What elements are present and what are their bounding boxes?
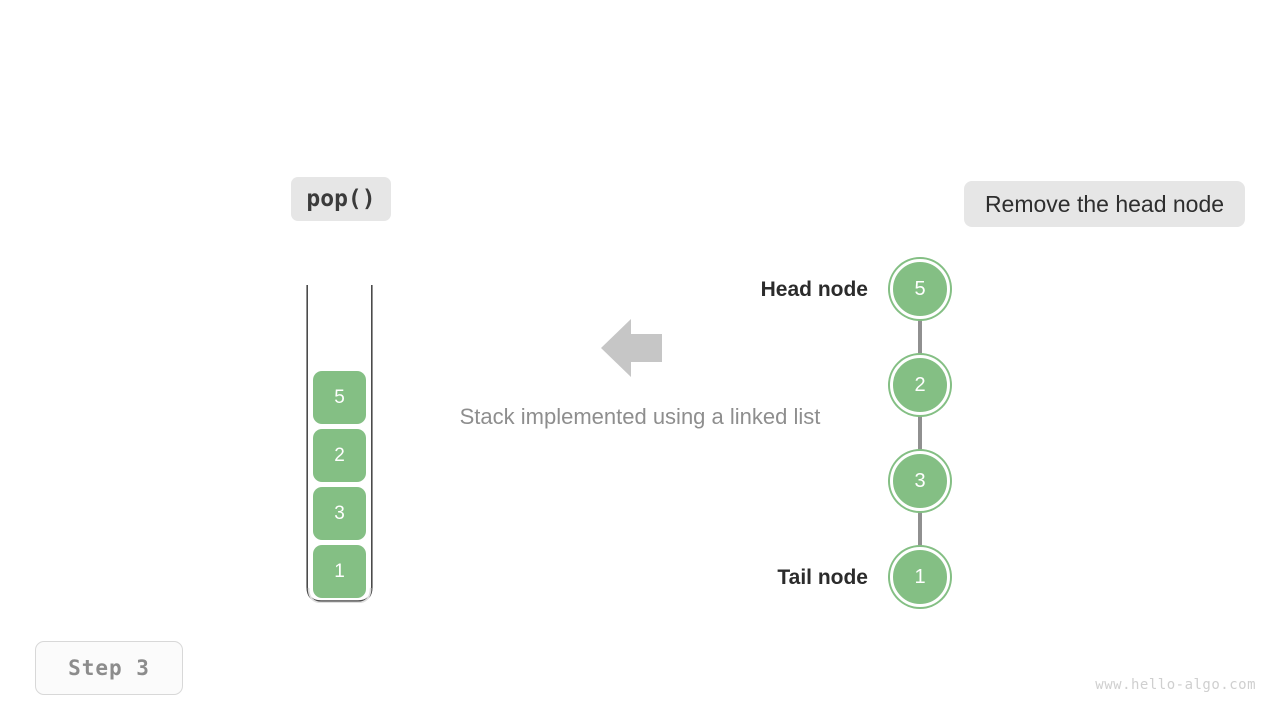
stack-cell: 5 — [313, 371, 366, 424]
linked-list-node: 2 — [890, 355, 950, 415]
head-node-label: Head node — [760, 278, 868, 301]
linked-list-node: 5 — [890, 259, 950, 319]
tail-node-label: Tail node — [777, 566, 868, 589]
operation-label-pill: pop() — [291, 177, 391, 221]
step-indicator: Step 3 — [35, 641, 183, 695]
linked-list-diagram: 5 2 3 1 Head node Tail node — [740, 250, 1000, 620]
linked-list-arrows — [912, 320, 928, 575]
stack-container: 5 2 3 1 — [305, 285, 374, 603]
stack-cell: 2 — [313, 429, 366, 482]
arrow-left-icon — [601, 319, 662, 377]
linked-list-node: 3 — [890, 451, 950, 511]
linked-list-node: 1 — [890, 547, 950, 607]
site-watermark: www.hello-algo.com — [1095, 677, 1256, 693]
diagram-caption: Stack implemented using a linked list — [459, 404, 821, 429]
stack-cell: 3 — [313, 487, 366, 540]
action-description-pill: Remove the head node — [964, 181, 1245, 227]
stack-cell-list: 5 2 3 1 — [313, 371, 366, 598]
stack-cell: 1 — [313, 545, 366, 598]
